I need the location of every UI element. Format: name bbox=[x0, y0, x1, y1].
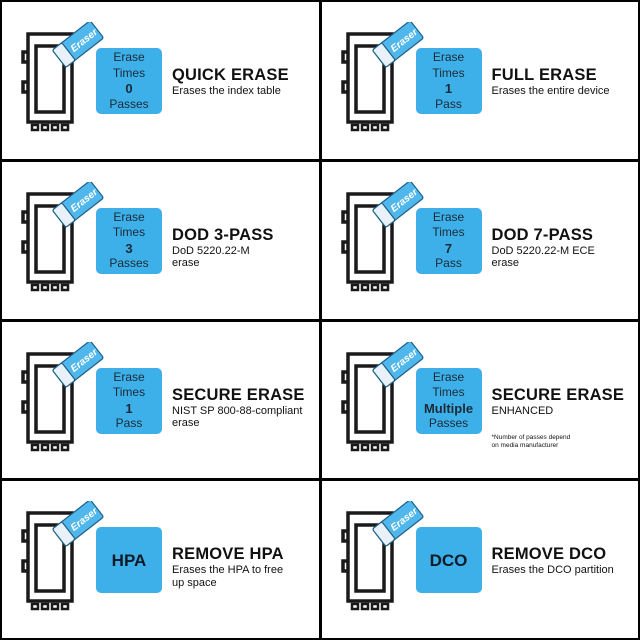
badge-label: Pass bbox=[435, 256, 462, 271]
ssd-drive-icon: Eraser bbox=[21, 341, 104, 451]
ssd-drive-icon: Eraser bbox=[340, 22, 423, 132]
badge-label: Erase bbox=[432, 209, 465, 224]
ssd-drive-icon: Eraser bbox=[340, 181, 423, 291]
method-title: REMOVE HPA bbox=[172, 545, 284, 564]
ssd-drive-icon: Eraser bbox=[340, 341, 423, 451]
method-description: Erases the DCO partition bbox=[491, 564, 614, 577]
ssd-drive-icon: Eraser bbox=[21, 501, 104, 611]
erase-times-badge: HPA bbox=[96, 527, 162, 594]
footnote: *Number of passes depend on media manufa… bbox=[491, 433, 571, 449]
pass-count: 7 bbox=[444, 240, 453, 256]
method-title: DOD 3-PASS bbox=[172, 225, 274, 244]
badge-label: Erase bbox=[432, 369, 465, 384]
badge-label: Erase bbox=[113, 50, 145, 64]
badge-label: Erase bbox=[432, 50, 465, 64]
badge-label: Passes bbox=[109, 256, 149, 271]
badge-label: Times bbox=[112, 385, 146, 399]
method-description: Erases the entire device bbox=[491, 85, 610, 97]
erase-times-badge: DCO bbox=[415, 527, 482, 594]
badge-label: Times bbox=[432, 385, 465, 399]
method-title: FULL ERASE bbox=[491, 66, 597, 84]
eraser-icon: Eraser bbox=[52, 22, 104, 68]
method-title: SECURE ERASE bbox=[491, 385, 625, 404]
ssd-drive-icon: Eraser bbox=[21, 181, 104, 291]
method-title: DOD 7-PASS bbox=[491, 225, 594, 244]
method-title: REMOVE DCO bbox=[491, 545, 607, 564]
method-description: ENHANCED bbox=[491, 404, 554, 417]
pass-count: 1 bbox=[125, 400, 133, 416]
badge-label: Erase bbox=[113, 209, 145, 224]
pass-count: 1 bbox=[444, 81, 453, 96]
badge-label: Pass bbox=[435, 96, 462, 111]
badge-label: Passes bbox=[109, 96, 149, 111]
ssd-drive-icon: Eraser bbox=[340, 501, 423, 611]
badge-label: Pass bbox=[115, 416, 143, 430]
badge-label: Times bbox=[432, 225, 465, 240]
ssd-drive-icon: Eraser bbox=[21, 22, 104, 132]
pass-count: 0 bbox=[125, 81, 133, 96]
pass-count: 3 bbox=[125, 240, 133, 256]
badge-label: Erase bbox=[113, 369, 145, 384]
method-title: QUICK ERASE bbox=[172, 66, 289, 84]
badge-label: Times bbox=[112, 65, 146, 80]
method-title: SECURE ERASE bbox=[172, 385, 305, 404]
badge-label: Passes bbox=[428, 416, 469, 430]
badge-label: Times bbox=[112, 225, 146, 240]
badge-label: Times bbox=[432, 65, 465, 80]
method-description: Erases the index table bbox=[172, 85, 281, 97]
eraser-icon: Eraser bbox=[372, 22, 423, 68]
pass-count: Multiple bbox=[423, 400, 474, 416]
